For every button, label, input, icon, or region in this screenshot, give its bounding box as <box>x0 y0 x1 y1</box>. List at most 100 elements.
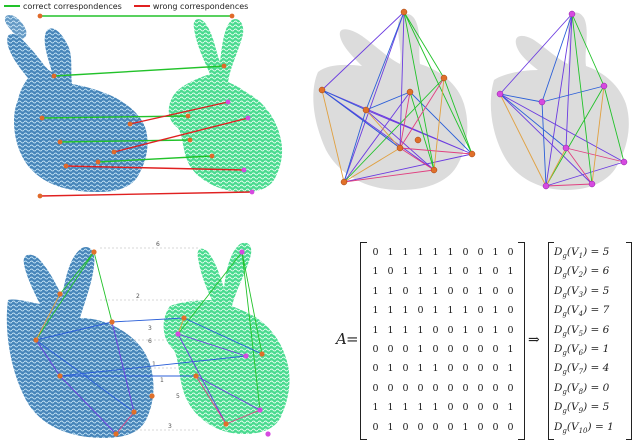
matrix-cell: 0 <box>447 421 454 433</box>
svg-text:1: 1 <box>160 377 164 384</box>
matrix-cell: 1 <box>507 402 514 414</box>
matrix-cell: 0 <box>462 343 469 355</box>
matrix-cell: 1 <box>417 324 424 336</box>
matrix-cell: 1 <box>387 402 394 414</box>
matrix-cell: 0 <box>492 382 499 394</box>
wrong-correspondence-line <box>129 101 229 125</box>
matrix-cell: 1 <box>402 266 409 278</box>
matrix-cell: 1 <box>417 266 424 278</box>
matrix-cell: 0 <box>507 305 514 317</box>
svg-text:3: 3 <box>148 325 152 332</box>
matrix-cell: 0 <box>492 421 499 433</box>
overlay-edges <box>35 251 263 435</box>
matrix-cell: 1 <box>417 343 424 355</box>
svg-text:1: 1 <box>152 361 156 368</box>
matrix-cell: 0 <box>402 382 409 394</box>
matrix-cell: 1 <box>387 324 394 336</box>
matrix-cell: 0 <box>462 363 469 375</box>
matrix-cell: 0 <box>477 382 484 394</box>
svg-text:3: 3 <box>168 423 172 430</box>
matrix-symbol: A <box>336 330 347 348</box>
matrix-cell: 0 <box>507 421 514 433</box>
svg-text:2: 2 <box>136 293 140 300</box>
matrix-cell: 0 <box>492 402 499 414</box>
legend-swatch-wrong <box>133 5 150 7</box>
matrix-cell: 1 <box>447 247 454 258</box>
matrix-cell: 0 <box>387 382 394 394</box>
matrix-cell: 0 <box>447 402 454 414</box>
matrix-cell: 0 <box>372 421 379 433</box>
matrix-cell: 1 <box>492 324 499 336</box>
matrix-cell: 0 <box>417 305 424 317</box>
matrix-cell: 1 <box>432 363 439 375</box>
matrix-cell: 0 <box>492 285 499 297</box>
target-bunny-cloud <box>163 242 290 434</box>
matrix-cell: 0 <box>507 247 514 258</box>
source-bunny-cloud <box>6 246 154 438</box>
matrix-cell: 1 <box>402 305 409 317</box>
matrix-cell: 0 <box>492 343 499 355</box>
ghost-bunny-silhouette <box>313 13 468 191</box>
matrix-cell: 0 <box>477 324 484 336</box>
matrix-cell: 1 <box>402 402 409 414</box>
matrix-cell: 0 <box>462 266 469 278</box>
svg-text:5: 5 <box>176 393 180 400</box>
matrix-cell: 1 <box>417 285 424 297</box>
degree-entry: Dg(V4) = 7 <box>554 304 610 319</box>
matrix-cell: 0 <box>372 343 379 355</box>
matrix-cell: 0 <box>432 343 439 355</box>
implies-arrow: ⇒ <box>528 332 540 348</box>
matrix-cell: 0 <box>477 363 484 375</box>
matrix-cell: 1 <box>372 305 379 317</box>
matrix-cell: 1 <box>417 247 424 258</box>
matrix-cell: 1 <box>387 421 394 433</box>
source-bunny-ears-fragments <box>4 14 27 39</box>
panel-graph-on-clouds: 623 611 53 <box>6 241 290 438</box>
matrix-cell: 1 <box>462 305 469 317</box>
degree-entry: Dg(V8) = 0 <box>554 381 610 396</box>
matrix-cell: 1 <box>417 363 424 375</box>
legend-swatch-correct <box>4 5 20 7</box>
graph-edges <box>321 11 473 183</box>
legend: correct correspondences wrong correspond… <box>4 0 260 12</box>
matrix-cell: 0 <box>492 266 499 278</box>
matrix-cell: 1 <box>492 305 499 317</box>
matrix-cell: 0 <box>417 421 424 433</box>
matrix-cell: 1 <box>477 266 484 278</box>
matrix-cell: 1 <box>417 402 424 414</box>
matrix-cell: 1 <box>387 285 394 297</box>
matrix-cell: 0 <box>372 363 379 375</box>
correspondence-lines <box>39 15 253 197</box>
legend-item-correct: correct correspondences <box>4 2 122 11</box>
matrix-cell: 1 <box>387 247 394 258</box>
matrix-cell: 0 <box>372 382 379 394</box>
matrix-bracket-right <box>518 242 525 440</box>
matrix-cell: 0 <box>477 305 484 317</box>
matrix-cell: 1 <box>462 421 469 433</box>
matrix-cell: 1 <box>492 247 499 258</box>
matrix-cell: 0 <box>432 421 439 433</box>
matrix-cell: 0 <box>402 343 409 355</box>
degree-entry: Dg(V6) = 1 <box>554 342 610 358</box>
matrix-cell: 0 <box>417 382 424 394</box>
matrix-cell: 1 <box>507 343 514 355</box>
correct-correspondence-line <box>59 139 191 143</box>
guide-numbers: 623 611 53 <box>136 241 180 430</box>
matrix-cell: 1 <box>432 266 439 278</box>
wrong-correspondence-line <box>65 165 245 171</box>
matrix-cell: 1 <box>402 247 409 258</box>
matrix-cell: 1 <box>507 266 514 278</box>
matrix-cell: 1 <box>507 363 514 375</box>
wrong-correspondence-line <box>113 117 249 153</box>
matrix-cell: 0 <box>507 382 514 394</box>
degree-entry: Dg(V2) = 6 <box>554 265 610 280</box>
panel-compatibility-graph <box>313 8 476 191</box>
matrix-cell: 1 <box>432 402 439 414</box>
legend-label-correct: correct correspondences <box>23 1 122 11</box>
matrix-cell: 0 <box>462 402 469 414</box>
matrix-cell: 0 <box>507 285 514 297</box>
matrix-cell: 0 <box>447 363 454 375</box>
matrix-cell: 0 <box>477 247 484 258</box>
matrix-cell: 1 <box>372 285 379 297</box>
